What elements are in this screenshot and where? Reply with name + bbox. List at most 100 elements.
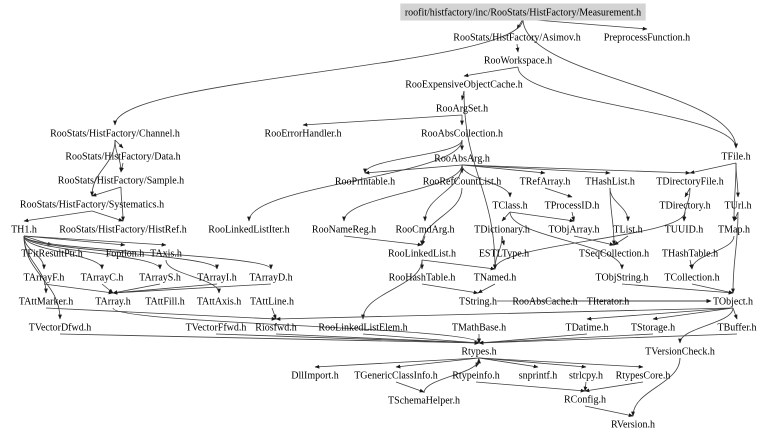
node-tbuffer[interactable]: TBuffer.h — [718, 323, 757, 334]
node-tdictionary[interactable]: TDictionary.h — [474, 225, 530, 236]
node-linkedlist[interactable]: RooLinkedList.h — [388, 249, 456, 260]
node-expcache[interactable]: RooExpensiveObjectCache.h — [405, 80, 522, 91]
edge-channel-to-data — [114, 139, 124, 149]
node-label: TArrayD.h — [249, 273, 292, 284]
node-tmap[interactable]: TMap.h — [718, 225, 750, 236]
node-thashlist[interactable]: THashList.h — [585, 177, 635, 188]
node-dllimport[interactable]: DllImport.h — [291, 371, 339, 382]
edge-linkedlist-to-tnamed — [421, 259, 496, 271]
node-tmathbase[interactable]: TMathBase.h — [452, 323, 506, 334]
node-abscache[interactable]: RooAbsCache.h — [512, 297, 577, 308]
node-asimov[interactable]: RooStats/HistFactory/Asimov.h — [453, 33, 580, 44]
node-tfile[interactable]: TFile.h — [721, 152, 750, 163]
edge-measurement-to-preprocess — [522, 18, 648, 31]
node-tschemahelper[interactable]: TSchemaHelper.h — [388, 396, 460, 407]
node-refcount[interactable]: RooRefCountList.h — [423, 177, 502, 188]
node-namereg[interactable]: RooNameReg.h — [312, 225, 376, 236]
node-linkediter[interactable]: RooLinkedListIter.h — [208, 225, 289, 236]
node-sample[interactable]: RooStats/HistFactory/Sample.h — [58, 176, 184, 187]
node-linkedelem[interactable]: RooLinkedListElem.h — [318, 323, 407, 334]
node-data[interactable]: RooStats/HistFactory/Data.h — [65, 152, 180, 163]
node-rversion[interactable]: RVersion.h — [611, 420, 655, 431]
node-tarray[interactable]: TArray.h — [95, 297, 130, 308]
node-riosfwd[interactable]: Riosfwd.h — [255, 323, 296, 334]
node-trefarray[interactable]: TRefArray.h — [520, 177, 571, 188]
node-tarrayi[interactable]: TArrayI.h — [197, 273, 236, 284]
node-channel[interactable]: RooStats/HistFactory/Channel.h — [50, 129, 180, 140]
node-snprintf[interactable]: snprintf.h — [519, 371, 558, 382]
node-titerator[interactable]: TIterator.h — [587, 297, 629, 308]
node-workspace[interactable]: RooWorkspace.h — [484, 56, 552, 67]
node-tobject[interactable]: TObject.h — [713, 297, 753, 308]
edge-tclass-to-tobjstring — [509, 211, 624, 270]
node-printable[interactable]: RooPrintable.h — [335, 177, 395, 188]
node-foption[interactable]: Foption.h — [106, 249, 145, 260]
node-tnamed[interactable]: TNamed.h — [474, 273, 517, 284]
node-rtypes[interactable]: Rtypes.h — [461, 347, 496, 358]
edge-argset-to-errhandler — [302, 114, 463, 127]
edge-tstorage-to-rtypes — [478, 333, 654, 345]
node-tfitresult[interactable]: TFitResultPtr.h — [21, 249, 82, 260]
node-absarg[interactable]: RooAbsArg.h — [434, 154, 490, 165]
node-label: TNamed.h — [474, 273, 517, 284]
node-tstorage[interactable]: TStorage.h — [631, 323, 675, 334]
node-tarrayc[interactable]: TArrayC.h — [81, 273, 124, 284]
edge-expcache-to-tnamed — [463, 90, 497, 270]
edge-asimov-to-workspace — [515, 43, 520, 53]
node-label: Rtypes.h — [461, 347, 496, 358]
node-histref[interactable]: RooStats/HistFactory/HistRef.h — [59, 225, 187, 236]
node-abscoll[interactable]: RooAbsCollection.h — [421, 129, 503, 140]
node-label: RooArgSet.h — [436, 104, 488, 115]
edge-tdatime-to-rtypes — [478, 333, 588, 345]
node-label: TDirectoryFile.h — [656, 177, 723, 188]
node-errhandler[interactable]: RooErrorHandler.h — [265, 129, 342, 140]
node-tattaxis[interactable]: TAttAxis.h — [197, 297, 241, 308]
node-tlist[interactable]: TList.h — [613, 225, 642, 236]
node-tobjstring[interactable]: TObjString.h — [596, 273, 649, 284]
node-measurement[interactable]: roofit/histfactory/inc/RooStats/HistFact… — [400, 3, 646, 21]
edge-tobject-to-tstorage — [652, 307, 734, 321]
node-tdatime[interactable]: TDatime.h — [565, 323, 608, 334]
node-turl[interactable]: TUrl.h — [725, 201, 752, 212]
edge-rtypes-to-snprintf — [478, 357, 539, 369]
node-tversioncheck[interactable]: TVersionCheck.h — [645, 347, 715, 358]
node-label: Riosfwd.h — [255, 323, 296, 334]
node-tarrayd[interactable]: TArrayD.h — [249, 273, 292, 284]
node-tvectordfwd[interactable]: TVectorDfwd.h — [29, 323, 91, 334]
node-tarrayf[interactable]: TArrayF.h — [24, 273, 65, 284]
node-tuuid[interactable]: TUUID.h — [665, 225, 704, 236]
node-tprocessid[interactable]: TProcessID.h — [545, 201, 600, 212]
node-preprocess[interactable]: PreprocessFunction.h — [604, 33, 690, 44]
node-cmdarg[interactable]: RooCmdArg.h — [396, 225, 455, 236]
node-rconfig[interactable]: RConfig.h — [564, 395, 606, 406]
node-label: THashTable.h — [662, 249, 718, 260]
edge-tschemahelper-to-rtypes — [423, 358, 481, 394]
node-tcollection[interactable]: TCollection.h — [664, 273, 719, 284]
edge-absarg-to-tdirfile — [461, 164, 691, 175]
node-rtypeinfo[interactable]: Rtypeinfo.h — [452, 371, 500, 382]
node-tobjarray[interactable]: TObjArray.h — [548, 225, 599, 236]
node-tattfill[interactable]: TAttFill.h — [145, 297, 184, 308]
node-estltype[interactable]: ESTLType.h — [479, 249, 529, 260]
node-tclass[interactable]: TClass.h — [492, 201, 527, 212]
node-rtypescore[interactable]: RtypesCore.h — [616, 371, 671, 382]
node-tseqcoll[interactable]: TSeqCollection.h — [579, 249, 649, 260]
edge-systematics-to-histref — [91, 210, 124, 222]
node-tstring[interactable]: TString.h — [459, 297, 497, 308]
node-tattline[interactable]: TAttLine.h — [250, 297, 294, 308]
node-thashtable[interactable]: THashTable.h — [662, 249, 718, 260]
node-th1[interactable]: TH1.h — [11, 225, 37, 236]
node-tarrays[interactable]: TArrayS.h — [139, 273, 181, 284]
node-taxis[interactable]: TAxis.h — [150, 249, 182, 260]
node-tattmarker[interactable]: TAttMarker.h — [19, 297, 73, 308]
node-argset[interactable]: RooArgSet.h — [436, 104, 488, 115]
node-tgenericclass[interactable]: TGenericClassInfo.h — [354, 371, 438, 382]
node-label: TArray.h — [95, 297, 130, 308]
root-node-box — [400, 3, 646, 21]
node-systematics[interactable]: RooStats/HistFactory/Systematics.h — [20, 200, 164, 211]
node-tdirectory[interactable]: TDirectory.h — [659, 201, 710, 212]
node-tvectorffwd[interactable]: TVectorFfwd.h — [186, 323, 247, 334]
node-strlcpy[interactable]: strlcpy.h — [569, 371, 603, 382]
node-hashtable[interactable]: RooHashTable.h — [389, 273, 456, 284]
node-tdirfile[interactable]: TDirectoryFile.h — [656, 177, 723, 188]
